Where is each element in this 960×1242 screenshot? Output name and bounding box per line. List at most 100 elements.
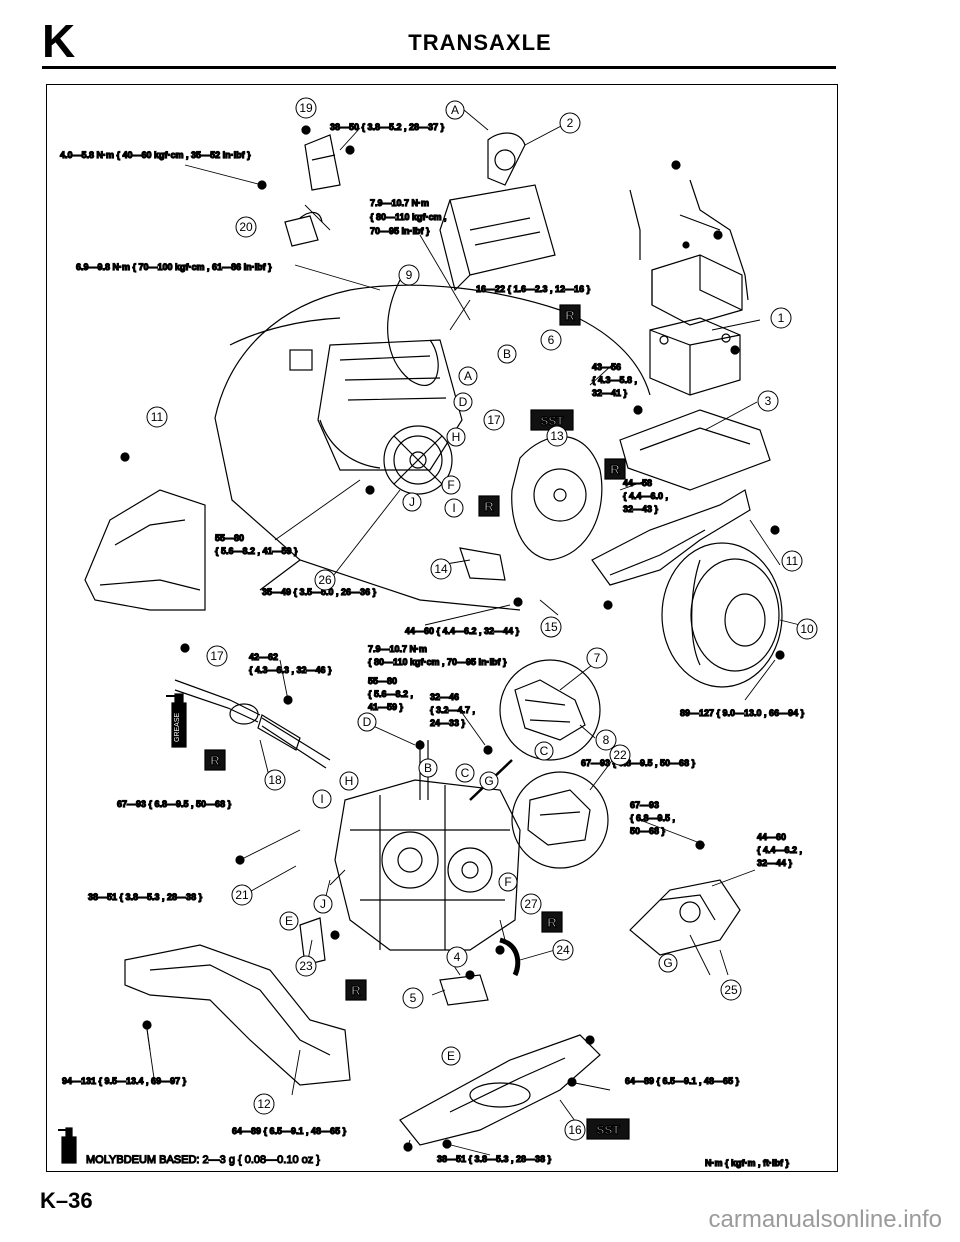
callout-letter-B: B <box>497 344 517 364</box>
callout-letter-C: C <box>534 741 554 761</box>
svg-text:27: 27 <box>524 897 538 911</box>
svg-text:25: 25 <box>724 983 738 997</box>
callout-16: 16 <box>564 1119 586 1141</box>
callout-letter-E: E <box>441 1046 461 1066</box>
svg-text:11: 11 <box>151 410 164 424</box>
callout-letter-H: H <box>339 771 359 791</box>
svg-text:R: R <box>484 499 494 514</box>
svg-text:R: R <box>210 753 220 768</box>
callout-11: 11 <box>781 550 803 572</box>
svg-text:17: 17 <box>487 413 501 427</box>
torque-label: 44—58 <box>623 478 652 488</box>
torque-label: 7.9—10.7 N·m <box>370 198 429 208</box>
bolts <box>120 125 785 1152</box>
svg-text:14: 14 <box>434 562 448 576</box>
svg-text:13: 13 <box>550 429 564 443</box>
section-letter: K <box>42 15 76 67</box>
replace-badge: R <box>604 458 626 480</box>
torque-label: 6.9—9.8 N·m { 70—100 kgf·cm , 61—86 in·l… <box>76 262 272 272</box>
svg-text:8: 8 <box>603 733 610 747</box>
svg-text:26: 26 <box>318 573 332 587</box>
svg-text:E: E <box>285 914 293 928</box>
svg-text:4: 4 <box>454 950 461 964</box>
torque-label: 44—60 { 4.4—6.2 , 32—44 } <box>405 626 520 636</box>
callout-letter-D: D <box>453 392 473 412</box>
svg-text:23: 23 <box>299 959 313 973</box>
torque-label: 32—43 } <box>623 504 659 514</box>
callout-letter-J: J <box>402 492 422 512</box>
torque-label: { 4.3—5.8 , <box>592 375 637 385</box>
svg-text:H: H <box>452 430 461 444</box>
transaxle-assembly <box>334 740 521 951</box>
callout-11: 11 <box>146 406 168 428</box>
torque-label: 41—59 } <box>368 702 404 712</box>
torque-label: 67—93 { 6.8—9.5 , 50—68 } <box>117 799 232 809</box>
grease-note: MOLYBDEUM BASED: 2—3 g { 0.08—0.10 oz } <box>86 1154 320 1166</box>
torque-label: { 3.2—4.7 , <box>430 705 475 715</box>
torque-label: 70—95 in·lbf } <box>370 226 430 236</box>
torque-label: { 5.6—8.2 , 41—59 } <box>215 546 298 556</box>
callout-14: 14 <box>430 558 452 580</box>
svg-text:20: 20 <box>239 220 253 234</box>
replace-badge: R <box>541 911 563 933</box>
starter <box>284 211 323 247</box>
callout-10: 10 <box>796 618 818 640</box>
callout-21: 21 <box>231 884 253 906</box>
svg-text:B: B <box>424 761 432 775</box>
engine-block <box>289 339 463 471</box>
svg-text:I: I <box>452 501 455 515</box>
svg-text:17: 17 <box>210 649 224 663</box>
torque-label: { 4.4—6.2 , <box>757 845 802 855</box>
svg-text:SST: SST <box>596 1123 620 1137</box>
special-tool-badge: SST <box>530 409 574 431</box>
torque-label: 7.9—10.7 N·m <box>368 644 427 654</box>
clutch-housing <box>511 436 603 561</box>
svg-text:A: A <box>464 369 472 383</box>
callout-17: 17 <box>206 645 228 667</box>
svg-text:D: D <box>363 715 372 729</box>
callout-15: 15 <box>540 616 562 638</box>
svg-text:R: R <box>547 915 557 930</box>
svg-text:9: 9 <box>406 268 413 282</box>
callout-letter-H: H <box>446 427 466 447</box>
crossmember <box>124 944 351 1086</box>
torque-label: { 80—110 kgf·cm , <box>370 212 447 222</box>
torque-label: 67—93 { 6.8—9.5 , 50—68 } <box>581 758 696 768</box>
header-rule <box>42 66 836 69</box>
callout-letter-F: F <box>441 475 461 495</box>
svg-text:G: G <box>663 956 672 970</box>
engine-mount-detail <box>511 771 609 869</box>
callout-letter-D: D <box>357 712 377 732</box>
callout-22: 22 <box>609 744 631 766</box>
transaxle-mount-detail <box>499 659 601 761</box>
callout-13: 13 <box>546 425 568 447</box>
svg-text:E: E <box>447 1049 455 1063</box>
callout-17: 17 <box>483 409 505 431</box>
torque-label: 55—80 <box>368 676 397 686</box>
svg-text:1: 1 <box>778 311 785 325</box>
svg-text:B: B <box>503 347 511 361</box>
callout-1: 1 <box>770 307 792 329</box>
breather-hose-24 <box>499 937 521 977</box>
torque-label: 55—80 <box>215 533 244 543</box>
replace-badge: R <box>204 749 226 771</box>
shift-cable <box>387 279 439 387</box>
splash-shield-right <box>591 489 751 586</box>
callout-letter-G: G <box>479 771 499 791</box>
callout-9: 9 <box>398 264 420 286</box>
callout-2: 2 <box>559 112 581 134</box>
svg-text:A: A <box>451 103 459 117</box>
svg-text:12: 12 <box>257 1097 271 1111</box>
callout-12: 12 <box>253 1093 275 1115</box>
air-cleaner-assembly <box>439 132 556 292</box>
torque-label: 38—51 { 3.8—5.3 , 28—38 } <box>88 892 203 902</box>
torque-label: 42—62 <box>249 652 278 662</box>
torque-label: 24—33 } <box>430 718 466 728</box>
callout-27: 27 <box>520 893 542 915</box>
svg-text:SST: SST <box>540 414 564 428</box>
torque-label: 35—49 { 3.5—5.0 , 26—36 } <box>262 587 377 597</box>
joint-shaft-bracket <box>257 714 301 751</box>
flywheel-drive-plate <box>383 425 453 495</box>
replace-badge: R <box>345 979 367 1001</box>
battery-tray <box>651 254 743 326</box>
